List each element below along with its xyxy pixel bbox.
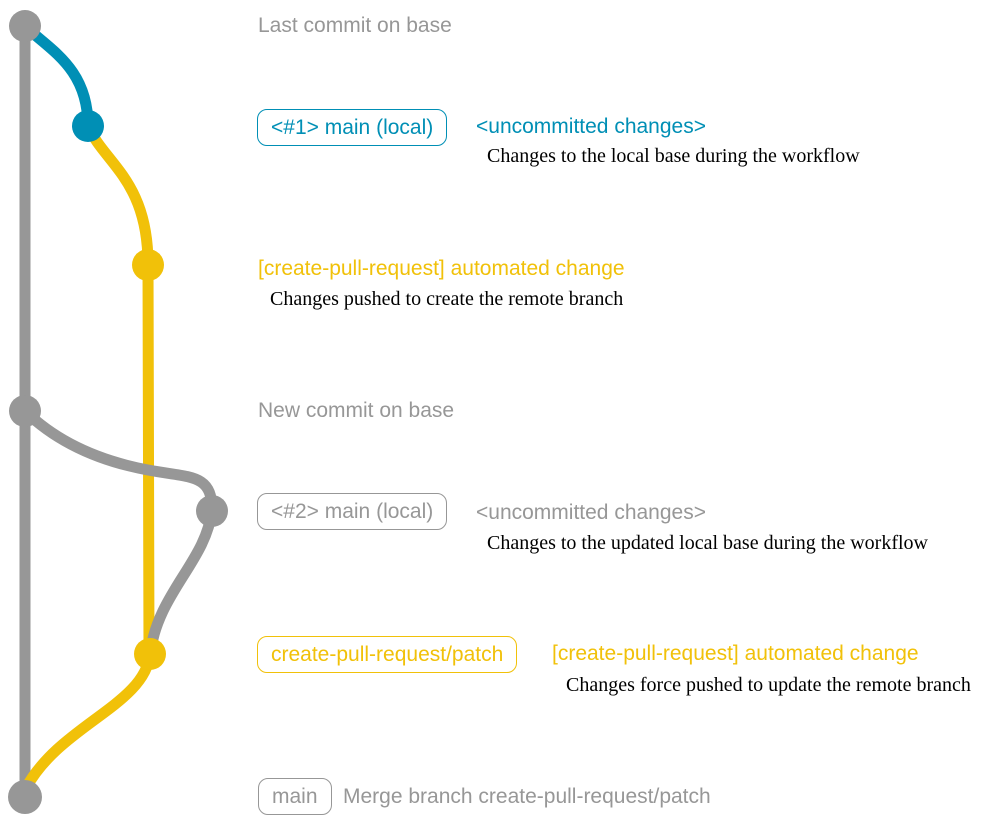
label-new-commit-on-base: New commit on base xyxy=(258,399,455,422)
branch-badge-main-local-2: <#2> main (local) xyxy=(257,493,448,530)
note-updated-local-base-changes: Changes to the updated local base during… xyxy=(487,532,928,554)
branch-badge-main: main xyxy=(258,778,332,815)
note-pushed-to-create-remote: Changes pushed to create the remote bran… xyxy=(270,288,624,310)
edge-rebase-merge xyxy=(144,504,218,660)
commit-dot-last-base xyxy=(9,10,41,42)
commit-dot-push-1 xyxy=(132,249,164,281)
label-uncommitted-changes-1: <uncommitted changes> xyxy=(476,115,706,138)
commit-dot-merge xyxy=(8,780,42,814)
commit-dot-local-2 xyxy=(196,495,228,527)
label-automated-change-2: [create-pull-request] automated change xyxy=(552,642,919,665)
label-last-commit-on-base: Last commit on base xyxy=(258,14,452,37)
edge-local-branch-out xyxy=(19,20,94,132)
commit-dot-new-base xyxy=(9,395,41,427)
label-automated-change-1: [create-pull-request] automated change xyxy=(258,257,625,280)
edge-updated-local-branch-out xyxy=(19,405,218,516)
branch-badge-main-local-1: <#1> main (local) xyxy=(257,109,448,146)
branch-badge-create-pull-request-patch: create-pull-request/patch xyxy=(257,636,518,673)
commit-dot-push-2 xyxy=(134,638,166,670)
note-local-base-changes-1: Changes to the local base during the wor… xyxy=(487,145,860,167)
edge-patch-branch-line xyxy=(82,120,155,660)
label-merge-branch: Merge branch create-pull-request/patch xyxy=(343,785,711,808)
label-uncommitted-changes-2: <uncommitted changes> xyxy=(476,501,706,524)
commit-dot-local-1 xyxy=(72,110,104,142)
note-force-pushed-to-update-remote: Changes force pushed to update the remot… xyxy=(566,674,971,696)
edge-patch-merge-to-main xyxy=(20,648,156,794)
